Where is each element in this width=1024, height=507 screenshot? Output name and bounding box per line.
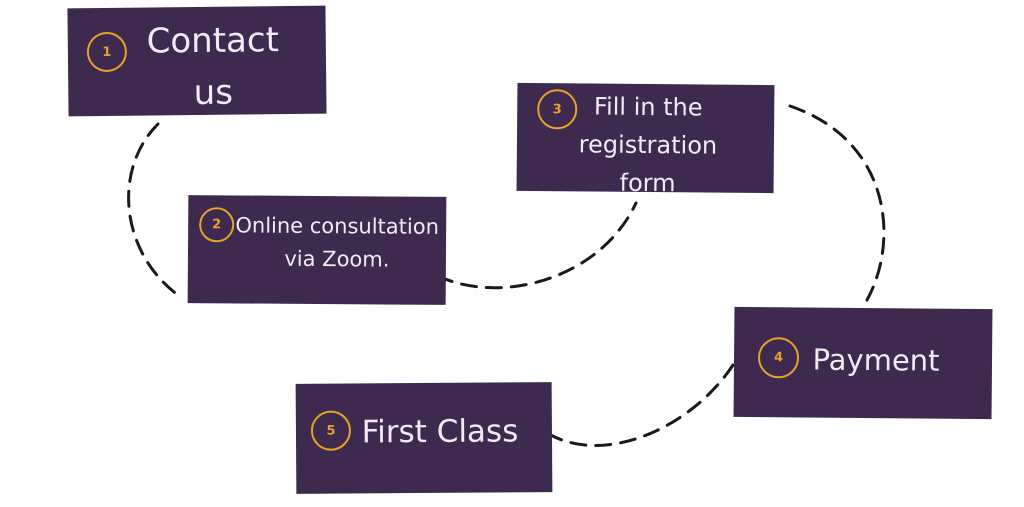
step-2-box: 2 Online consultation via Zoom. [187,195,447,305]
step-2-label: Online consultation via Zoom. [235,213,440,272]
step-4-number-badge: 4 [757,337,800,379]
step-4-label: Payment [812,342,940,378]
step-2-number-badge: 2 [199,207,235,243]
step-3-box: 3 Fill in the registration form [516,82,775,197]
step-3-label: Fill in the registration form [578,92,718,198]
connector-1-to-2 [127,122,184,300]
step-5-label: First Class [361,413,519,451]
step-1-label: Contact us [146,20,280,114]
step-1-box: 1 Contact us [67,5,327,117]
step-5-box: 5 First Class [295,382,553,494]
connector-4-to-5 [542,363,735,447]
connector-2-to-3 [436,201,638,290]
step-5-number-badge: 5 [310,410,352,451]
connector-3-to-4 [788,104,886,302]
step-4-box: 4 Payment [733,306,993,420]
step-1-number-badge: 1 [86,31,128,73]
